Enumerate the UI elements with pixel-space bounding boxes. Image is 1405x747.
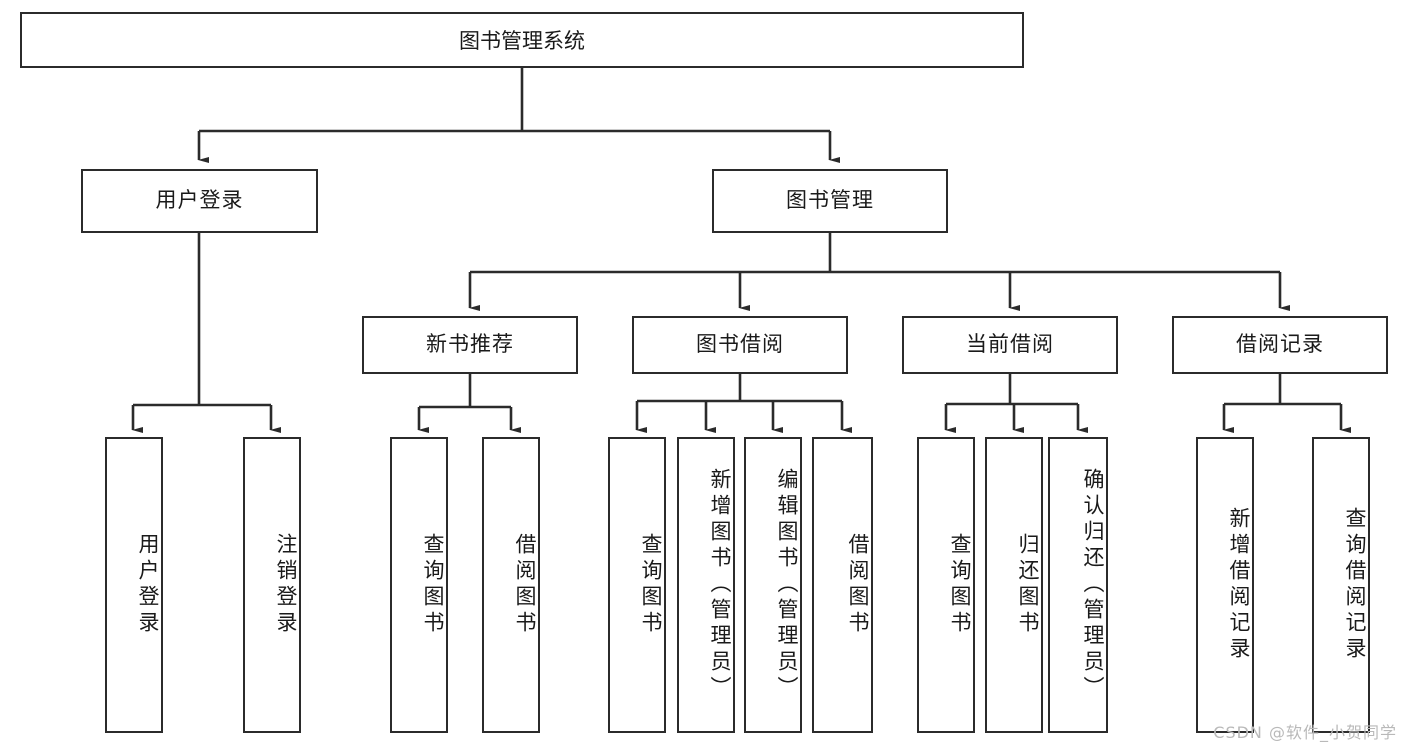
leaf-current-query-book[interactable]: 查询图书	[917, 437, 975, 733]
leaf-current-return-book[interactable]: 归还图书	[985, 437, 1043, 733]
leaf-recommend-query-book[interactable]: 查询图书	[390, 437, 448, 733]
node-label: 当前借阅	[966, 332, 1054, 357]
node-label: 图书借阅	[696, 332, 784, 357]
node-book-borrow[interactable]: 图书借阅	[632, 316, 848, 374]
leaf-borrow-query-book[interactable]: 查询图书	[608, 437, 666, 733]
watermark-text: CSDN @软件_小贺同学	[1213, 723, 1397, 742]
node-borrow-record[interactable]: 借阅记录	[1172, 316, 1388, 374]
node-label: 注销登录	[274, 533, 298, 637]
leaf-borrow-edit-book-admin[interactable]: 编辑图书（管理员）	[744, 437, 802, 733]
node-label: 编辑图书（管理员）	[775, 468, 799, 702]
node-label: 用户登录	[136, 533, 160, 637]
leaf-borrow-borrow-book[interactable]: 借阅图书	[812, 437, 873, 733]
leaf-current-confirm-return-admin[interactable]: 确认归还（管理员）	[1048, 437, 1108, 733]
leaf-borrow-add-book-admin[interactable]: 新增图书（管理员）	[677, 437, 735, 733]
node-label: 查询借阅记录	[1343, 507, 1367, 663]
leaf-user-login-login[interactable]: 用户登录	[105, 437, 163, 733]
node-label: 借阅图书	[846, 533, 870, 637]
node-label: 借阅图书	[513, 533, 537, 637]
leaf-record-add-record[interactable]: 新增借阅记录	[1196, 437, 1254, 733]
node-label: 借阅记录	[1236, 332, 1324, 357]
node-new-book-recommend[interactable]: 新书推荐	[362, 316, 578, 374]
leaf-recommend-borrow-book[interactable]: 借阅图书	[482, 437, 540, 733]
node-book-management[interactable]: 图书管理	[712, 169, 948, 233]
node-root-system[interactable]: 图书管理系统	[20, 12, 1024, 68]
node-label: 新书推荐	[426, 332, 514, 357]
node-label: 确认归还（管理员）	[1081, 468, 1105, 702]
node-label: 新增图书（管理员）	[708, 468, 732, 702]
node-label: 用户登录	[155, 188, 244, 213]
node-label: 查询图书	[948, 533, 972, 637]
node-label: 查询图书	[421, 533, 445, 637]
node-label: 归还图书	[1016, 533, 1040, 637]
node-current-borrow[interactable]: 当前借阅	[902, 316, 1118, 374]
node-label: 图书管理系统	[459, 29, 585, 53]
leaf-user-login-logout[interactable]: 注销登录	[243, 437, 301, 733]
node-label: 图书管理	[786, 188, 874, 213]
node-label: 查询图书	[639, 533, 663, 637]
node-label: 新增借阅记录	[1227, 507, 1251, 663]
node-user-login[interactable]: 用户登录	[81, 169, 318, 233]
leaf-record-query-record[interactable]: 查询借阅记录	[1312, 437, 1370, 733]
